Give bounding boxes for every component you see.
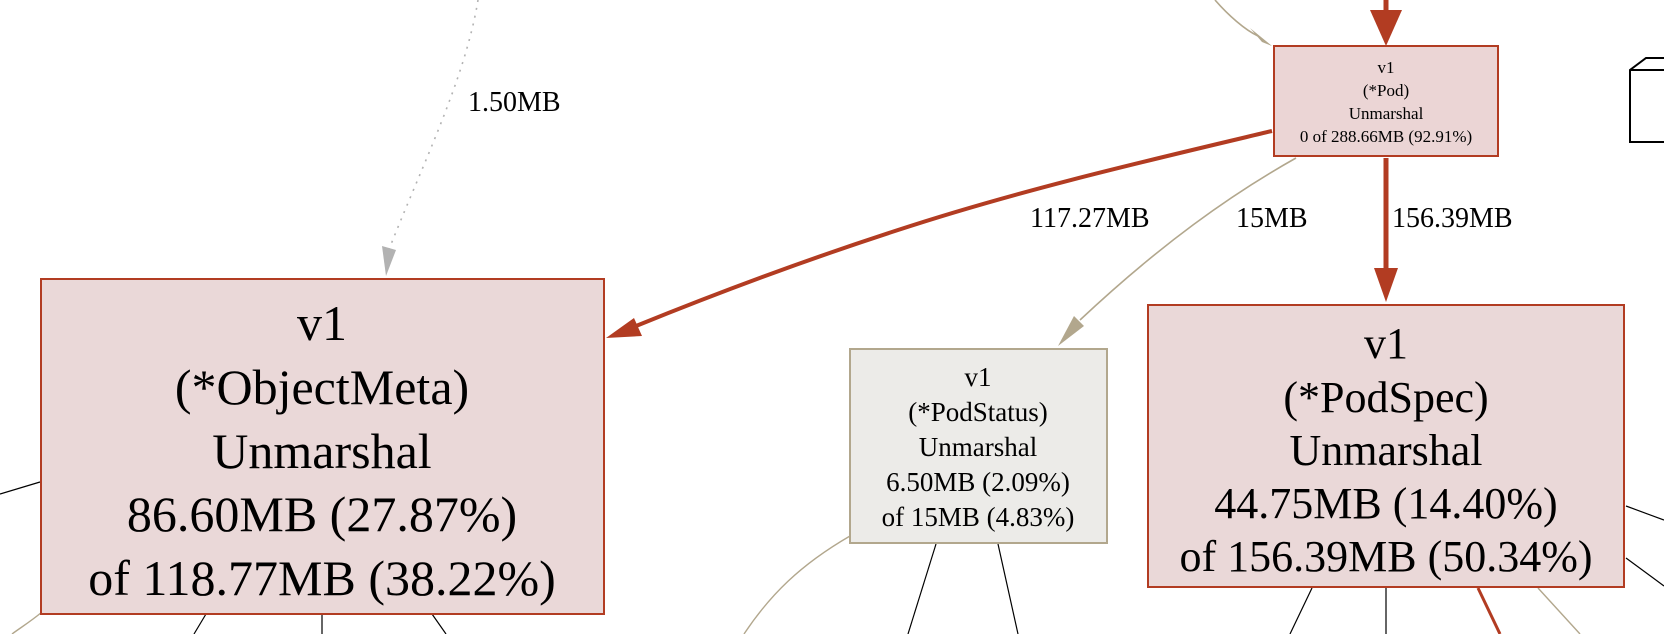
edge-pod-podstatus[interactable] <box>1079 157 1297 321</box>
node-objectmeta-cum: of 118.77MB (38.22%) <box>88 550 556 606</box>
node-objectmeta-receiver: (*ObjectMeta) <box>175 359 469 415</box>
node-podstatus-flat: 6.50MB (2.09%) <box>886 467 1070 497</box>
node-podspec-box <box>1147 304 1625 588</box>
edge-label-pod-objectmeta: 117.27MB <box>1030 203 1150 234</box>
node-objectmeta-box <box>40 278 605 615</box>
node-podstatus-cum: of 15MB (4.83%) <box>882 502 1075 532</box>
edge-objectmeta-out-3[interactable] <box>431 613 447 634</box>
edge-dotted-into-objectmeta[interactable] <box>387 0 479 253</box>
edge-into-pod-left[interactable] <box>1214 0 1259 37</box>
edge-dotted-arrowhead <box>382 246 396 276</box>
node-pod-flat: 0 of 288.66MB (92.91%) <box>1300 127 1472 146</box>
node-objectmeta-unmarshal[interactable]: v1 (*ObjectMeta) Unmarshal 86.60MB (27.8… <box>40 278 605 615</box>
node-podspec-cum: of 156.39MB (50.34%) <box>1179 532 1592 581</box>
node-podstatus-box <box>849 348 1108 544</box>
edge-objectmeta-out-1[interactable] <box>193 613 207 634</box>
node-pod-unmarshal[interactable]: v1 (*Pod) Unmarshal 0 of 288.66MB (92.91… <box>1273 45 1499 157</box>
node-podstatus-receiver: (*PodStatus) <box>908 397 1048 427</box>
edge-pod-podspec-arrowhead <box>1374 268 1398 302</box>
edge-podspec-out-4[interactable] <box>1537 587 1581 634</box>
node-pod-receiver: (*Pod) <box>1363 81 1409 100</box>
node-podstatus-func: Unmarshal <box>919 432 1037 462</box>
edge-label-dotted: 1.50MB <box>468 87 561 118</box>
node-podstatus-package: v1 <box>965 362 992 392</box>
node-objectmeta-flat: 86.60MB (27.87%) <box>127 486 517 542</box>
edge-podspec-out-3[interactable] <box>1476 587 1502 634</box>
node-podspec-receiver: (*PodSpec) <box>1283 373 1488 422</box>
edge-podspec-out-1[interactable] <box>1289 587 1313 634</box>
node-objectmeta-package: v1 <box>297 295 347 351</box>
edge-objectmeta-bottom-left[interactable] <box>11 611 43 634</box>
edge-pod-objectmeta[interactable] <box>635 129 1273 328</box>
edge-pod-podstatus-arrowhead <box>1058 316 1084 346</box>
edge-podspec-out-right-2[interactable] <box>1625 557 1664 587</box>
edge-podstatus-out-1[interactable] <box>907 543 937 634</box>
edge-label-pod-podstatus: 15MB <box>1236 203 1308 234</box>
node-pod-package: v1 <box>1378 58 1395 77</box>
edge-into-pod-top-arrowhead <box>1370 10 1402 46</box>
node-podspec-func: Unmarshal <box>1289 426 1482 475</box>
node-objectmeta-func: Unmarshal <box>212 423 431 479</box>
node-podspec-unmarshal[interactable]: v1 (*PodSpec) Unmarshal 44.75MB (14.40%)… <box>1147 304 1625 588</box>
node-pod-box <box>1273 45 1499 157</box>
edge-label-pod-podspec: 156.39MB <box>1392 203 1513 234</box>
edge-podstatus-out-left[interactable] <box>743 535 851 634</box>
edge-objectmeta-left-out[interactable] <box>0 481 41 495</box>
edge-podstatus-out-2[interactable] <box>997 543 1019 634</box>
edge-podspec-out-right[interactable] <box>1625 505 1664 521</box>
node-podspec-flat: 44.75MB (14.40%) <box>1214 479 1557 528</box>
edge-into-pod-left-arrowhead <box>1250 28 1272 46</box>
node-pod-func: Unmarshal <box>1349 104 1424 123</box>
edge-pod-objectmeta-arrowhead <box>606 318 642 338</box>
node-podspec-package: v1 <box>1364 319 1408 368</box>
node-podstatus-unmarshal[interactable]: v1 (*PodStatus) Unmarshal 6.50MB (2.09%)… <box>849 348 1108 544</box>
